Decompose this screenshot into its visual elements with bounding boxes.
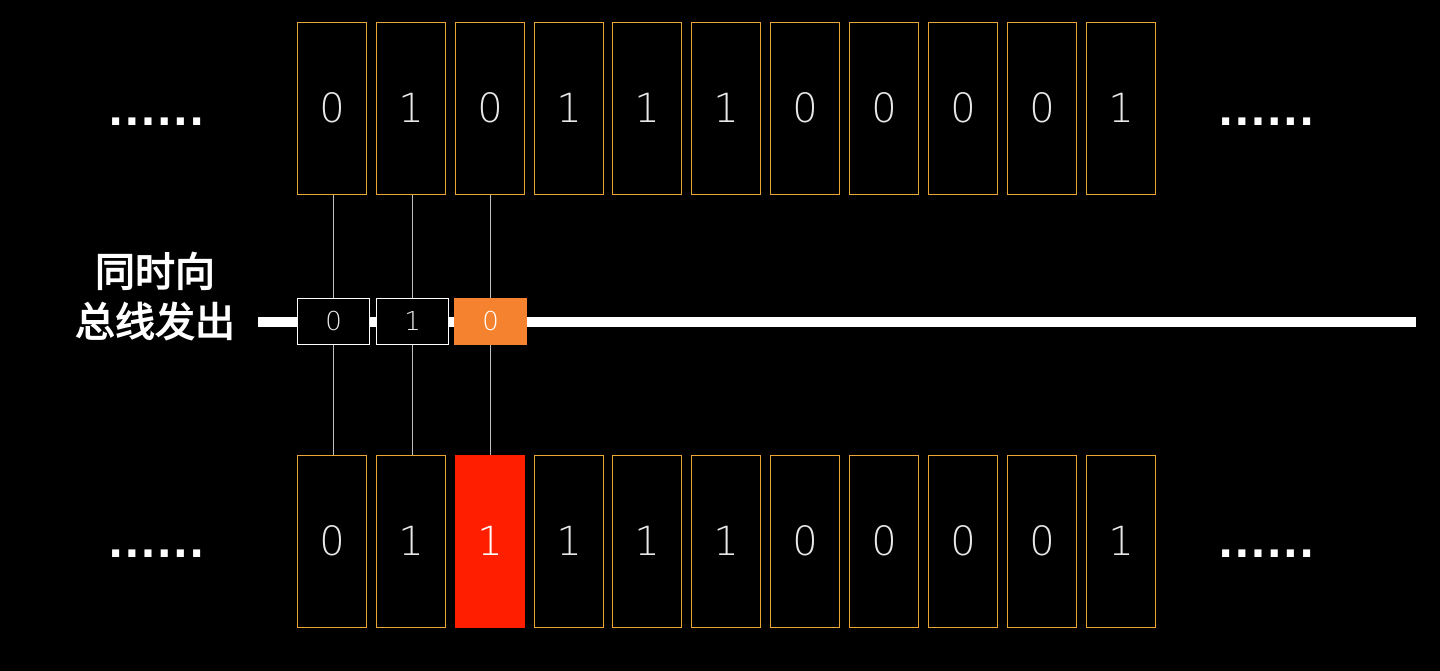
- bottom-bit-cell: 0: [849, 455, 919, 628]
- top-ellipsis-left: ......: [108, 89, 206, 135]
- bus-bit-box-active: 0: [454, 298, 527, 345]
- bottom-bit-cell: 1: [1086, 455, 1156, 628]
- top-bit-cell: 1: [534, 22, 604, 195]
- top-bit-cell: 0: [297, 22, 367, 195]
- bottom-bit-cell-highlighted: 1: [455, 455, 525, 628]
- bus-bit-box: 0: [297, 298, 370, 345]
- top-bit-cell: 0: [455, 22, 525, 195]
- bottom-ellipsis-right: ......: [1218, 521, 1316, 567]
- bottom-bit-cell: 1: [691, 455, 761, 628]
- bus-line: [258, 317, 1416, 327]
- top-bit-cell: 0: [928, 22, 998, 195]
- bus-label-line1: 同时向: [95, 250, 215, 296]
- bus-label: 同时向 总线发出: [60, 248, 250, 348]
- top-bit-cell: 1: [1086, 22, 1156, 195]
- bottom-bit-cell: 0: [297, 455, 367, 628]
- bottom-bit-cell: 0: [1007, 455, 1077, 628]
- top-bit-cell: 0: [770, 22, 840, 195]
- bottom-bit-cell: 0: [770, 455, 840, 628]
- top-bit-cell: 1: [376, 22, 446, 195]
- bottom-bit-cell: 1: [534, 455, 604, 628]
- bus-bit-box: 1: [376, 298, 449, 345]
- bottom-ellipsis-left: ......: [108, 521, 206, 567]
- top-bit-cell: 1: [691, 22, 761, 195]
- bus-label-line2: 总线发出: [75, 300, 235, 346]
- top-bit-cell: 0: [1007, 22, 1077, 195]
- top-bit-cell: 1: [612, 22, 682, 195]
- bottom-bit-cell: 0: [928, 455, 998, 628]
- top-bit-cell: 0: [849, 22, 919, 195]
- top-ellipsis-right: ......: [1218, 89, 1316, 135]
- bottom-bit-cell: 1: [612, 455, 682, 628]
- bottom-bit-cell: 1: [376, 455, 446, 628]
